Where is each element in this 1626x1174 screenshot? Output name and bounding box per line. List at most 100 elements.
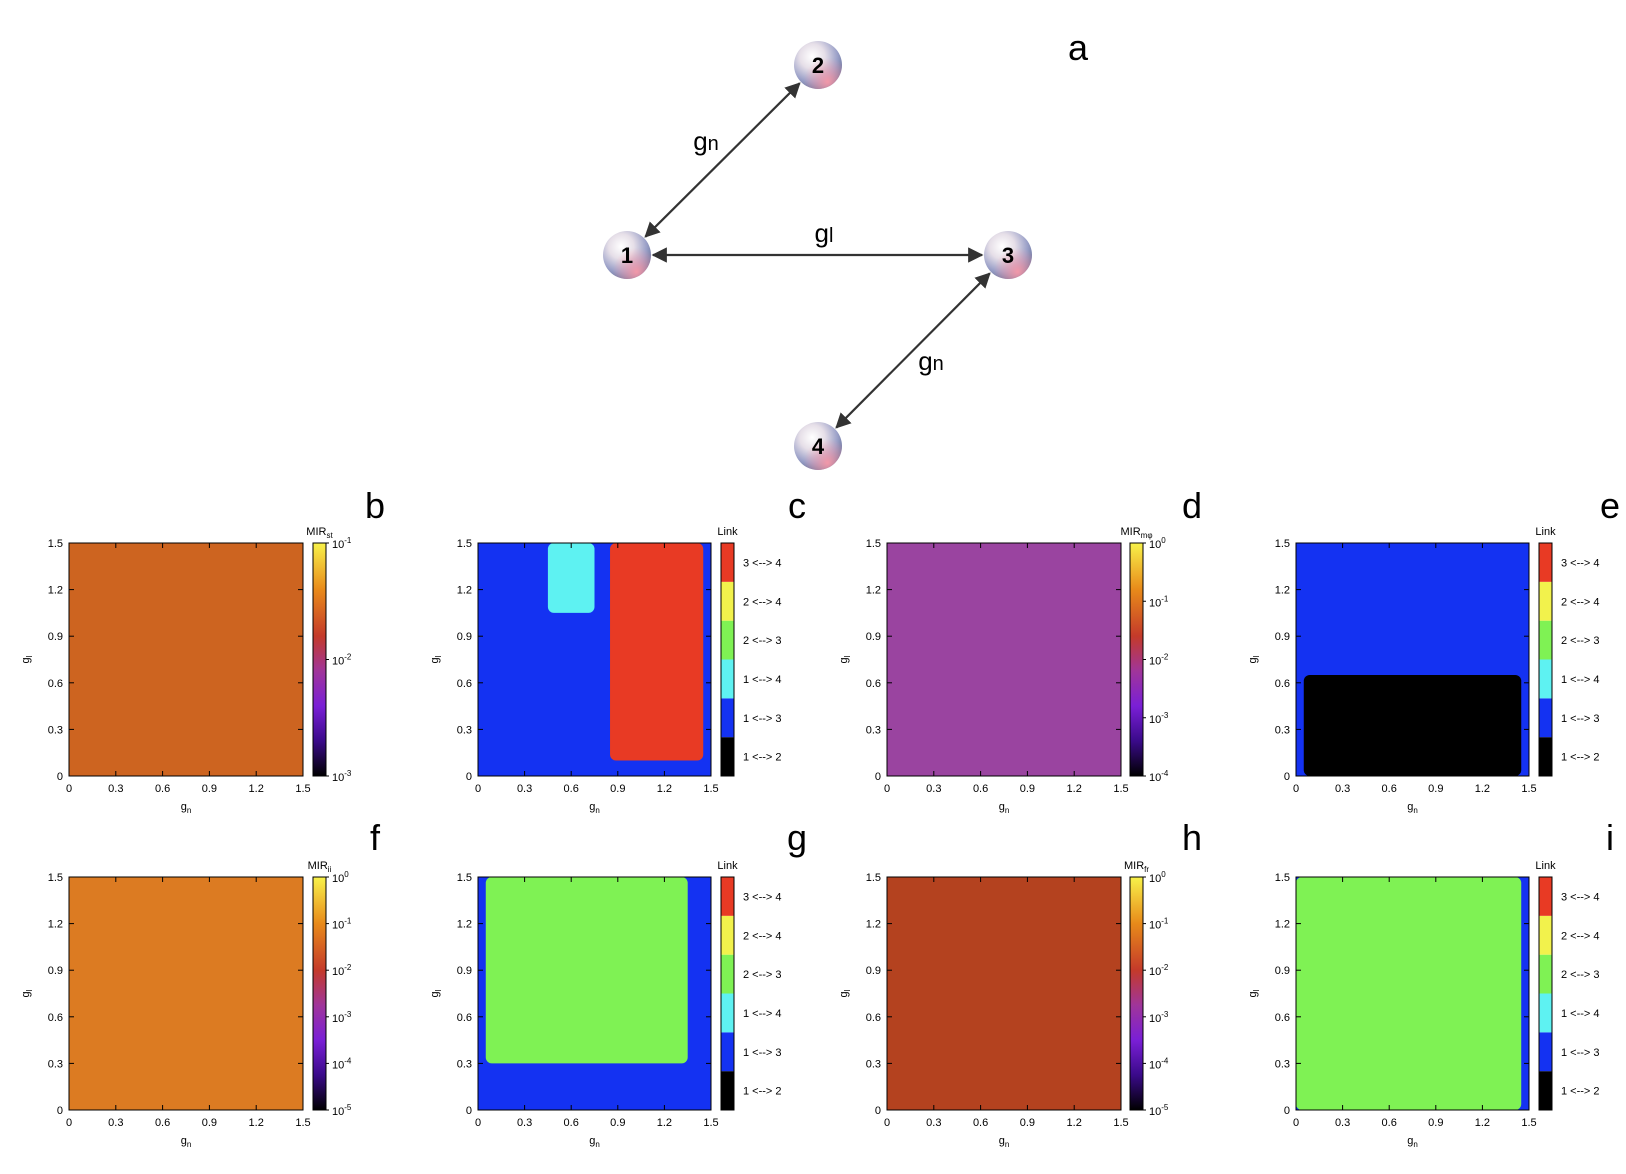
colorbar-swatch-g-0 (721, 1071, 734, 1110)
ytick-e-0: 0 (1284, 771, 1290, 783)
ytick-g-3: 0.9 (457, 965, 472, 977)
heatmap-area-i (1295, 876, 1530, 1111)
edge-label-1-3: gl (815, 218, 834, 248)
ytick-c-1: 0.3 (457, 724, 472, 736)
ylabel-h: gl (838, 989, 852, 997)
xtick-f-1: 0.3 (108, 1117, 123, 1129)
region-e-1 (1303, 675, 1522, 776)
heatmap-panels: 0 0.3 0.6 0.9 1.2 1.5 0 0.3 0.6 0.9 1.2 1.5 gn gl 10-3… (20, 485, 1620, 1149)
colorbar-swatch-c-5 (721, 543, 734, 582)
panel-letter-a: a (1068, 27, 1089, 68)
xtick-i-2: 0.6 (1382, 1117, 1397, 1129)
colorbar-swatch-e-0 (1539, 737, 1552, 776)
xtick-d-3: 0.9 (1020, 783, 1035, 795)
xtick-i-5: 1.5 (1521, 1117, 1536, 1129)
xtick-h-3: 0.9 (1020, 1117, 1035, 1129)
colorbar-label-c-4: 2 <--> 4 (743, 596, 782, 608)
colorbar-swatch-g-3 (721, 954, 734, 994)
ytick-f-4: 1.2 (48, 919, 63, 931)
colorbar-tick-h-3: 10-2 (1149, 963, 1169, 978)
xtick-b-5: 1.5 (295, 783, 310, 795)
xtick-h-4: 1.2 (1067, 1117, 1082, 1129)
ytick-b-3: 0.9 (48, 631, 63, 643)
xtick-e-5: 1.5 (1521, 783, 1536, 795)
colorbar-tick-f-5: 100 (332, 870, 349, 885)
heatmap-area-d (886, 542, 1122, 777)
colorbar-swatch-e-5 (1539, 543, 1552, 582)
edge-1-2 (644, 82, 801, 238)
colorbar-label-g-4: 2 <--> 4 (743, 930, 782, 942)
colorbar-swatch-i-3 (1539, 954, 1552, 994)
colorbar-tick-d-4: 100 (1149, 536, 1166, 551)
heatmap-fill-b (69, 543, 303, 776)
colorbar-tick-f-1: 10-4 (332, 1056, 352, 1071)
region-e-0 (1296, 543, 1522, 707)
colorbar-swatch-e-2 (1539, 659, 1552, 699)
colorbar-tick-f-0: 10-5 (332, 1103, 352, 1118)
colorbar-swatch-g-5 (721, 877, 734, 916)
ytick-d-4: 1.2 (866, 585, 881, 597)
xlabel-b: gn (181, 801, 192, 815)
ytick-e-4: 1.2 (1275, 585, 1290, 597)
ytick-b-0: 0 (57, 771, 63, 783)
xtick-c-0: 0 (475, 783, 481, 795)
colorbar-swatch-e-3 (1539, 620, 1552, 660)
xtick-h-1: 0.3 (926, 1117, 941, 1129)
panel-letter-i: i (1606, 817, 1614, 858)
ytick-c-0: 0 (466, 771, 472, 783)
node-label-3: 3 (1002, 243, 1014, 268)
colorbar-label-e-5: 3 <--> 4 (1561, 557, 1600, 569)
panel-letter-h: h (1182, 817, 1202, 858)
colorbar-label-e-1: 1 <--> 3 (1561, 713, 1600, 725)
xtick-d-0: 0 (884, 783, 890, 795)
colorbar-title-g: Link (717, 860, 738, 872)
node-label-2: 2 (812, 53, 824, 78)
xtick-e-3: 0.9 (1428, 783, 1443, 795)
ytick-b-2: 0.6 (48, 678, 63, 690)
colorbar-swatch-c-1 (721, 698, 734, 738)
colorbar-tick-f-4: 10-1 (332, 917, 352, 932)
colorbar-label-i-2: 1 <--> 4 (1561, 1008, 1600, 1020)
xtick-i-0: 0 (1293, 1117, 1299, 1129)
colorbar-label-c-1: 1 <--> 3 (743, 713, 782, 725)
heatmap-area-f (68, 876, 304, 1111)
xtick-i-1: 0.3 (1335, 1117, 1350, 1129)
ytick-c-3: 0.9 (457, 631, 472, 643)
colorbar-swatch-e-4 (1539, 581, 1552, 621)
colorbar-title-i: Link (1535, 860, 1556, 872)
heatmap-fill-d (887, 543, 1121, 776)
ytick-g-4: 1.2 (457, 919, 472, 931)
ytick-g-0: 0 (466, 1105, 472, 1117)
xtick-f-0: 0 (66, 1117, 72, 1129)
xlabel-d: gn (999, 801, 1010, 815)
ytick-h-5: 1.5 (866, 872, 881, 884)
colorbar-label-c-0: 1 <--> 2 (743, 752, 782, 764)
heatmap-area-e (1295, 542, 1530, 777)
xtick-g-4: 1.2 (657, 1117, 672, 1129)
colorbar-label-g-1: 1 <--> 3 (743, 1047, 782, 1059)
colorbar-swatch-c-3 (721, 620, 734, 660)
colorbar-tick-d-1: 10-3 (1149, 711, 1169, 726)
colorbar-swatch-g-1 (721, 1032, 734, 1072)
ytick-h-0: 0 (875, 1105, 881, 1117)
ytick-h-1: 0.3 (866, 1058, 881, 1070)
colorbar-title-c: Link (717, 526, 738, 538)
ytick-i-0: 0 (1284, 1105, 1290, 1117)
xtick-b-0: 0 (66, 783, 72, 795)
colorbar-title-e: Link (1535, 526, 1556, 538)
region-c-0 (610, 543, 704, 761)
colorbar-e: 1 <--> 21 <--> 31 <--> 42 <--> 32 <--> 4… (1535, 526, 1600, 777)
colorbar-label-i-4: 2 <--> 4 (1561, 930, 1600, 942)
ytick-f-1: 0.3 (48, 1058, 63, 1070)
ytick-g-5: 1.5 (457, 872, 472, 884)
xtick-d-4: 1.2 (1067, 783, 1082, 795)
xtick-g-2: 0.6 (564, 1117, 579, 1129)
ytick-e-3: 0.9 (1275, 631, 1290, 643)
node-label-4: 4 (812, 434, 825, 459)
